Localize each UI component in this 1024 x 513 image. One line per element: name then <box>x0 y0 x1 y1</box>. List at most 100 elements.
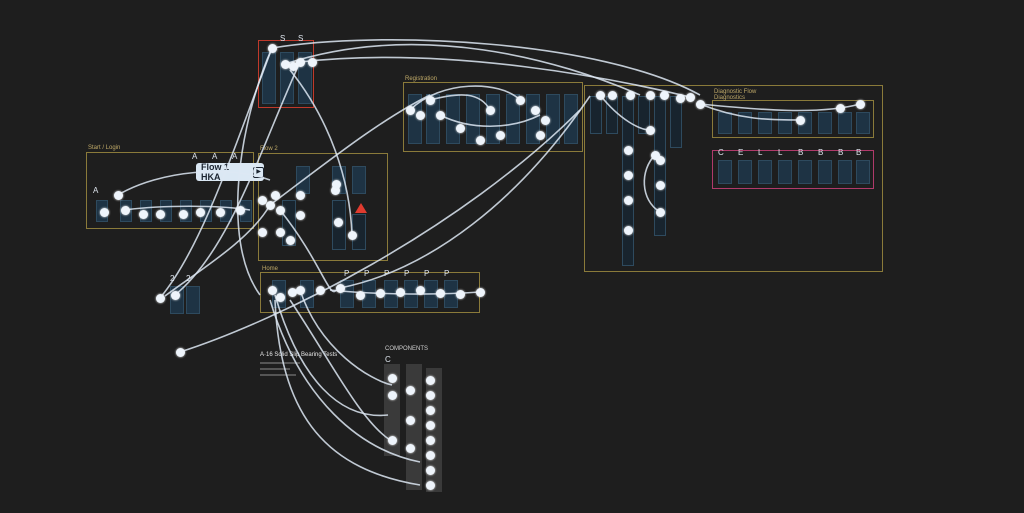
connection-node[interactable] <box>375 288 385 298</box>
screen-frame[interactable] <box>718 160 732 184</box>
connection-node[interactable] <box>155 209 165 219</box>
connection-node[interactable] <box>659 90 669 100</box>
connection-node[interactable] <box>425 450 435 460</box>
connection-node[interactable] <box>695 99 705 109</box>
screen-frame[interactable] <box>856 112 870 134</box>
connection-node[interactable] <box>120 205 130 215</box>
connection-node[interactable] <box>347 230 357 240</box>
connection-node[interactable] <box>540 115 550 125</box>
connection-node[interactable] <box>535 130 545 140</box>
connection-node[interactable] <box>178 209 188 219</box>
connection-node[interactable] <box>295 285 305 295</box>
connection-node[interactable] <box>155 293 165 303</box>
connection-node[interactable] <box>257 227 267 237</box>
connection-node[interactable] <box>455 289 465 299</box>
connection-node[interactable] <box>387 390 397 400</box>
screen-frame[interactable] <box>758 160 772 184</box>
connection-node[interactable] <box>275 205 285 215</box>
connection-node[interactable] <box>387 373 397 383</box>
connection-node[interactable] <box>625 90 635 100</box>
connection-node[interactable] <box>315 285 325 295</box>
connection-node[interactable] <box>425 420 435 430</box>
connection-node[interactable] <box>405 385 415 395</box>
connection-node[interactable] <box>645 125 655 135</box>
connection-node[interactable] <box>295 210 305 220</box>
screen-frame[interactable] <box>838 112 852 134</box>
connection-node[interactable] <box>387 435 397 445</box>
connection-node[interactable] <box>355 290 365 300</box>
connection-node[interactable] <box>270 190 280 200</box>
connection-node[interactable] <box>405 415 415 425</box>
connection-node[interactable] <box>425 95 435 105</box>
screen-frame[interactable] <box>352 166 366 194</box>
screen-frame[interactable] <box>818 160 832 184</box>
connection-node[interactable] <box>295 190 305 200</box>
screen-frame[interactable] <box>818 112 832 134</box>
connection-node[interactable] <box>288 61 298 71</box>
connection-node[interactable] <box>675 93 685 103</box>
connection-node[interactable] <box>267 285 277 295</box>
connection-node[interactable] <box>835 103 845 113</box>
connection-node[interactable] <box>425 390 435 400</box>
connection-node[interactable] <box>425 405 435 415</box>
connection-node[interactable] <box>530 105 540 115</box>
connection-node[interactable] <box>285 235 295 245</box>
connection-node[interactable] <box>655 207 665 217</box>
connection-node[interactable] <box>215 207 225 217</box>
connection-node[interactable] <box>435 288 445 298</box>
connection-node[interactable] <box>425 465 435 475</box>
screen-frame[interactable] <box>856 160 870 184</box>
connection-node[interactable] <box>257 195 267 205</box>
connection-node[interactable] <box>405 443 415 453</box>
connection-node[interactable] <box>655 155 665 165</box>
screen-frame[interactable] <box>778 112 792 134</box>
connection-node[interactable] <box>405 105 415 115</box>
screen-frame[interactable] <box>186 286 200 314</box>
connection-node[interactable] <box>99 207 109 217</box>
connection-node[interactable] <box>415 285 425 295</box>
connection-node[interactable] <box>475 287 485 297</box>
screen-frame[interactable] <box>758 112 772 134</box>
connection-node[interactable] <box>275 227 285 237</box>
connection-node[interactable] <box>623 225 633 235</box>
connection-node[interactable] <box>623 170 633 180</box>
connection-node[interactable] <box>650 150 660 160</box>
connection-node[interactable] <box>335 283 345 293</box>
connection-node[interactable] <box>595 90 605 100</box>
connection-node[interactable] <box>295 57 305 67</box>
connection-node[interactable] <box>623 195 633 205</box>
connection-node[interactable] <box>170 290 180 300</box>
connection-node[interactable] <box>435 110 445 120</box>
connection-node[interactable] <box>495 130 505 140</box>
connection-node[interactable] <box>795 115 805 125</box>
screen-frame[interactable] <box>638 96 650 134</box>
connection-node[interactable] <box>685 92 695 102</box>
connection-node[interactable] <box>138 209 148 219</box>
screen-frame[interactable] <box>466 94 480 144</box>
connection-node[interactable] <box>395 287 405 297</box>
connection-node[interactable] <box>333 217 343 227</box>
connection-node[interactable] <box>287 287 297 297</box>
connection-node[interactable] <box>195 207 205 217</box>
screen-frame[interactable] <box>798 160 812 184</box>
connection-node[interactable] <box>275 292 285 302</box>
connection-node[interactable] <box>331 179 341 189</box>
screen-frame[interactable] <box>838 160 852 184</box>
connection-node[interactable] <box>485 105 495 115</box>
connection-node[interactable] <box>113 190 123 200</box>
connection-node[interactable] <box>623 145 633 155</box>
connection-node[interactable] <box>645 90 655 100</box>
connection-node[interactable] <box>267 43 277 53</box>
connection-node[interactable] <box>425 480 435 490</box>
connection-node[interactable] <box>515 95 525 105</box>
connection-node[interactable] <box>415 110 425 120</box>
connection-node[interactable] <box>607 90 617 100</box>
connection-node[interactable] <box>330 185 340 195</box>
connection-node[interactable] <box>455 123 465 133</box>
connection-node[interactable] <box>280 59 290 69</box>
connection-node[interactable] <box>307 57 317 67</box>
connection-node[interactable] <box>855 99 865 109</box>
connection-node[interactable] <box>175 347 185 357</box>
connection-node[interactable] <box>655 180 665 190</box>
